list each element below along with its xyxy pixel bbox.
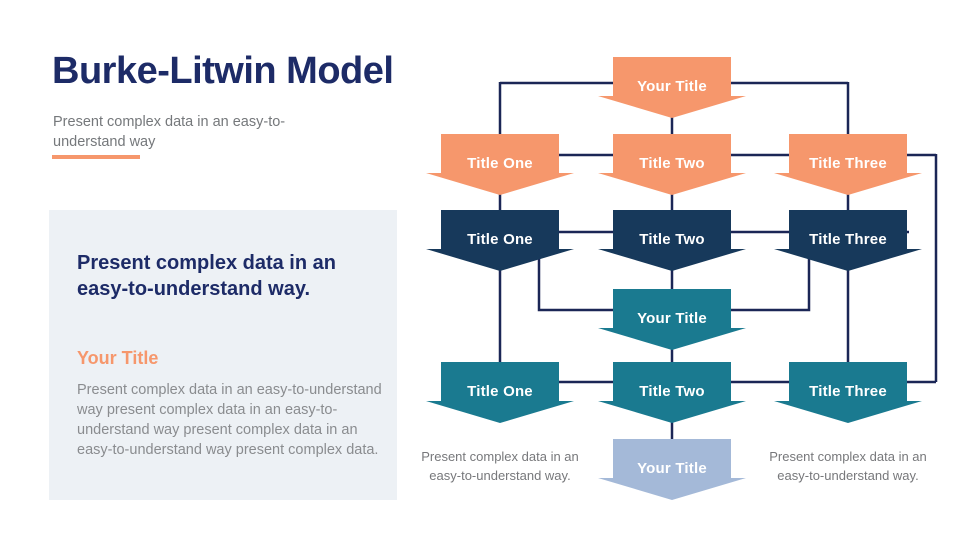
node-label: Title One (467, 155, 533, 172)
node-label: Title Three (809, 155, 887, 172)
description-panel: Present complex data in an easy-to-under… (49, 210, 397, 500)
node-label: Title Two (639, 383, 704, 400)
arrow-shape (598, 289, 746, 350)
arrow-shape (598, 57, 746, 118)
node-title-three-teal: Title Three (774, 362, 922, 423)
arrow-shape (426, 210, 574, 271)
arrow-shape (598, 439, 746, 500)
node-label: Title Three (809, 383, 887, 400)
node-label: Title Two (639, 155, 704, 172)
node-title-one-navy: Title One (426, 210, 574, 271)
arrow-shape (774, 210, 922, 271)
arrow-shape (598, 362, 746, 423)
caption-right: Present complex data in an easy-to-under… (769, 449, 927, 483)
node-title-two-navy: Title Two (598, 210, 746, 271)
caption-left: Present complex data in an easy-to-under… (421, 449, 579, 483)
node-title-one-orange: Title One (426, 134, 574, 195)
node-label: Your Title (637, 310, 707, 327)
arrow-shape (426, 134, 574, 195)
arrow-shape (598, 134, 746, 195)
node-title-three-navy: Title Three (774, 210, 922, 271)
connector-elbow-right (731, 252, 811, 312)
node-label: Your Title (637, 78, 707, 95)
arrow-shape (774, 134, 922, 195)
node-label: Title Two (639, 231, 704, 248)
node-your-title-middle: Your Title (598, 289, 746, 350)
node-label: Your Title (637, 460, 707, 477)
node-title-two-teal: Title Two (598, 362, 746, 423)
node-label: Title One (467, 231, 533, 248)
page-subtitle: Present complex data in an easy-to-under… (53, 114, 286, 150)
node-title-two-orange: Title Two (598, 134, 746, 195)
node-your-title-top: Your Title (598, 57, 746, 118)
panel-subheading: Your Title (77, 348, 159, 368)
node-label: Title Three (809, 231, 887, 248)
connector-lines (498, 81, 938, 441)
panel-body-text: Present complex data in an easy-to-under… (77, 382, 382, 458)
panel-heading: Present complex data in an easy-to-under… (77, 252, 336, 300)
arrow-shape (774, 362, 922, 423)
accent-divider (52, 155, 140, 159)
arrow-shape (598, 210, 746, 271)
page-title: Burke-Litwin Model (52, 50, 394, 92)
node-label: Title One (467, 383, 533, 400)
arrow-shape (426, 362, 574, 423)
node-title-one-teal: Title One (426, 362, 574, 423)
node-your-title-bottom: Your Title (598, 439, 746, 500)
burke-litwin-diagram: Your Title Title One Title Two Title Thr… (426, 57, 938, 500)
node-title-three-orange: Title Three (774, 134, 922, 195)
connector-elbow-left (537, 252, 613, 312)
